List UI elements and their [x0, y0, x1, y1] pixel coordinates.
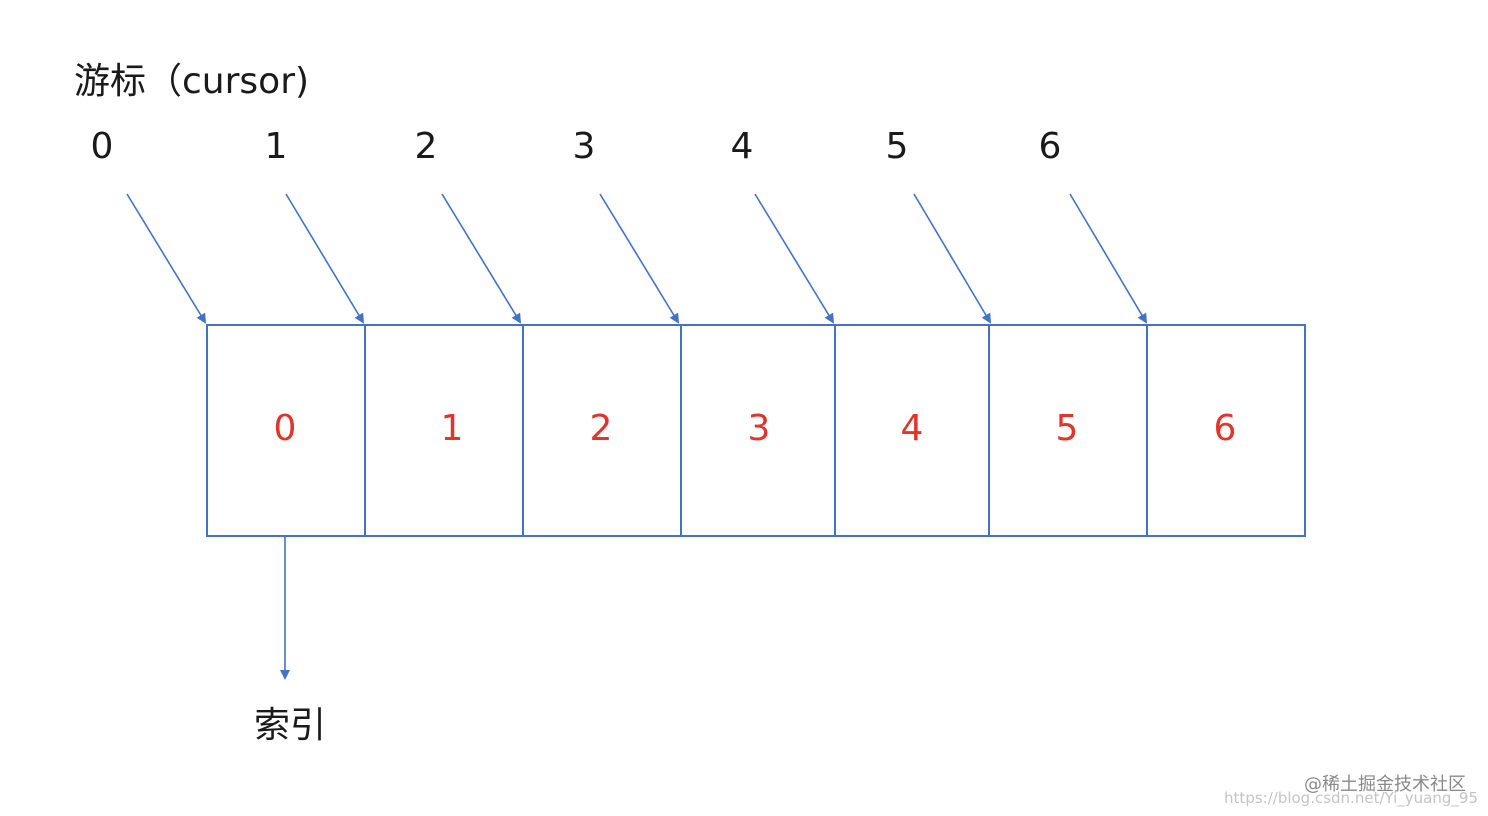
cursor-label-5: 5 — [885, 126, 909, 167]
array-cell-6 — [1146, 324, 1306, 537]
cursor-label-6: 6 — [1038, 126, 1062, 167]
watermark-url: https://blog.csdn.net/Yi_yuang_95 — [1224, 789, 1478, 807]
cursor-label-3: 3 — [572, 126, 596, 167]
cursor-arrow-2 — [441, 193, 522, 324]
cursor-arrow-0 — [126, 193, 207, 324]
cursor-label-1: 1 — [264, 126, 288, 167]
cursor-arrow-5 — [913, 193, 992, 324]
cell-index-1: 1 — [440, 408, 464, 449]
cursor-arrow-4 — [754, 193, 835, 324]
cell-index-2: 2 — [589, 408, 613, 449]
cursor-arrow-1 — [285, 193, 365, 324]
cell-index-6: 6 — [1213, 408, 1237, 449]
cell-index-3: 3 — [747, 408, 771, 449]
cursor-arrow-3 — [599, 193, 680, 324]
diagram-title: 游标（cursor) — [74, 61, 310, 102]
cell-index-4: 4 — [900, 408, 924, 449]
cursor-arrows — [126, 193, 1148, 324]
cursor-label-4: 4 — [730, 126, 754, 167]
cursor-label-0: 0 — [90, 126, 114, 167]
cell-index-5: 5 — [1055, 408, 1079, 449]
cell-index-0: 0 — [273, 408, 297, 449]
index-label: 索引 — [254, 705, 327, 746]
cursor-label-2: 2 — [414, 126, 438, 167]
cursor-arrow-6 — [1069, 193, 1148, 324]
array-cells — [206, 324, 1306, 537]
watermark-main: @稀土掘金技术社区 — [1304, 774, 1466, 795]
